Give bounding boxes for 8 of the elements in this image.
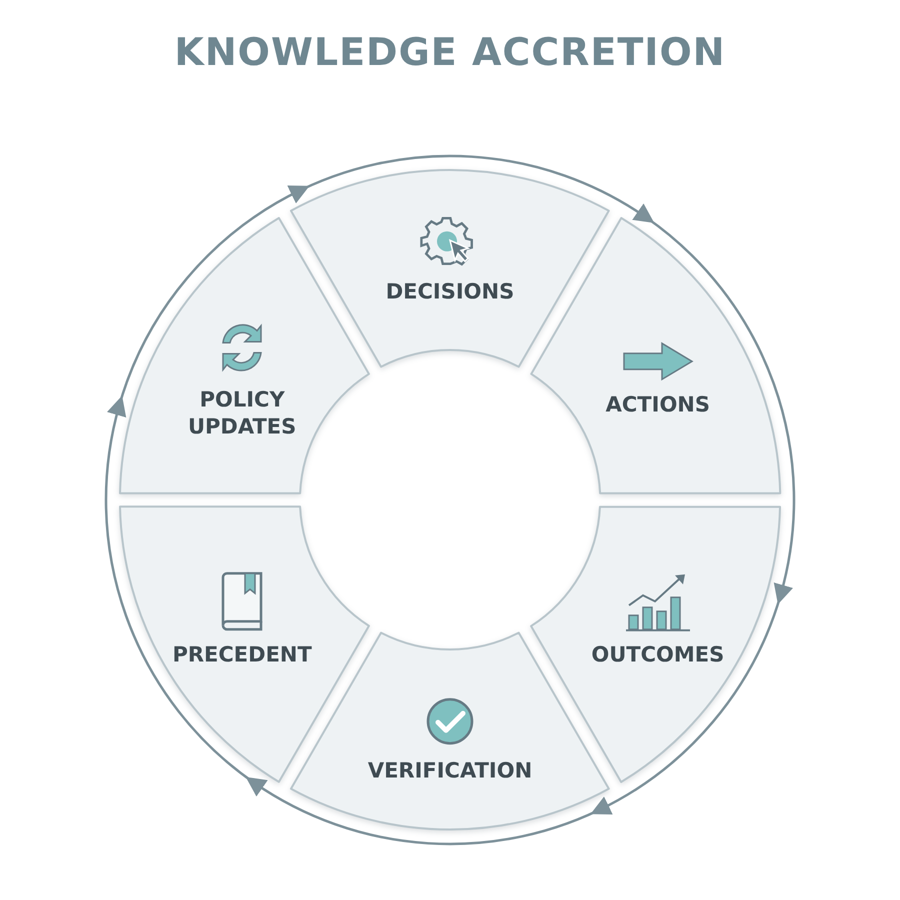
segment-label: OUTCOMES <box>590 641 726 668</box>
segment-label: DECISIONS <box>384 278 516 306</box>
segment-label: POLICY UPDATES <box>186 386 298 441</box>
cycle-arrow <box>245 777 610 846</box>
segment-label: PRECEDENT <box>171 641 313 668</box>
segment-label: ACTIONS <box>604 391 711 418</box>
diagram-title: KNOWLEDGE ACCRETION <box>173 30 727 74</box>
segment-label: VERIFICATION <box>366 757 534 784</box>
